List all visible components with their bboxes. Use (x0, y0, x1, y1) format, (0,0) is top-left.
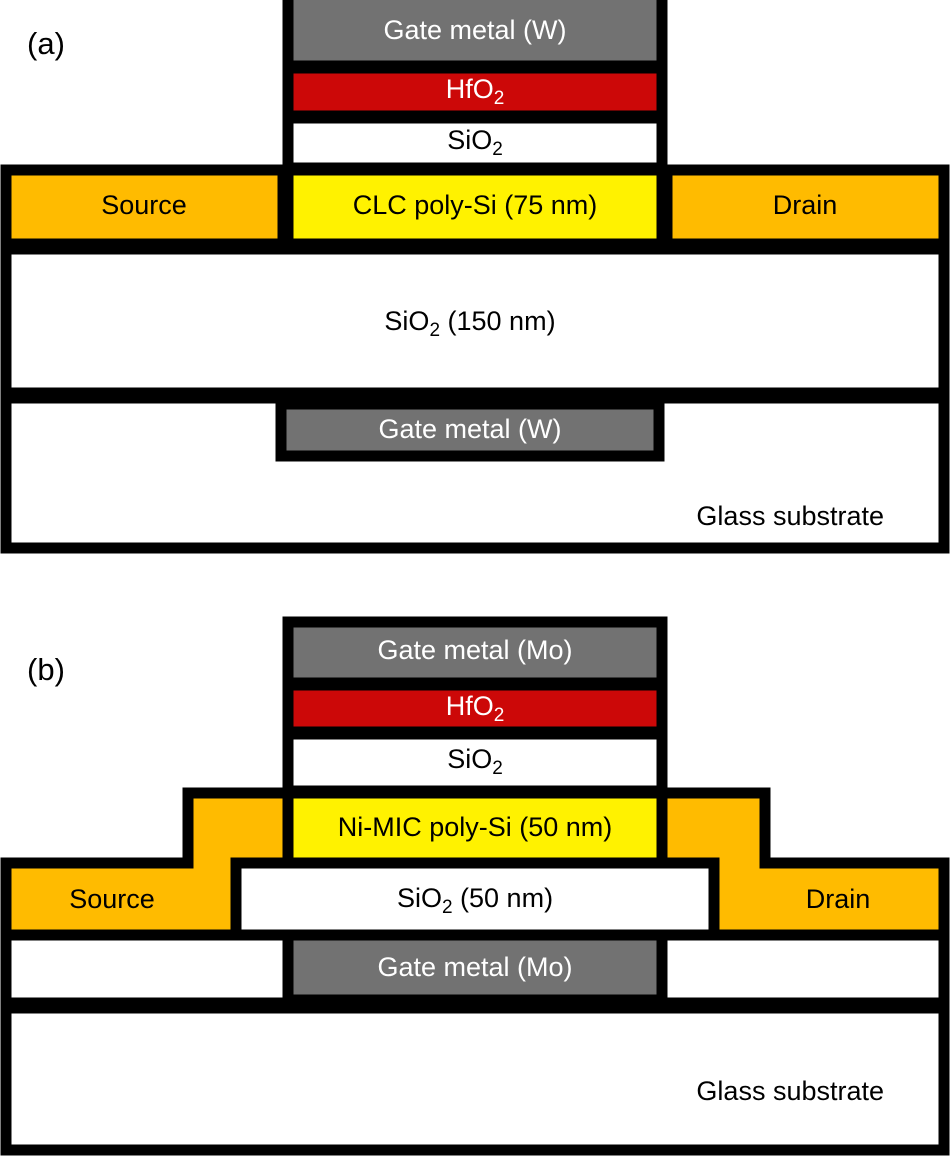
panel-a-device-cross-section: Glass substrate Gate metal (W) SiO2 (150… (0, 0, 950, 554)
panel-b-hfo2-dielectric (282, 679, 668, 738)
panel-b-top-gate-metal (282, 616, 668, 689)
panel-b-glass-substrate (0, 1002, 950, 1156)
panel-b-bottom-gate-metal (282, 928, 668, 1006)
panel-a-tag: (a) (27, 26, 65, 61)
panel-b-poly-si-channel (282, 787, 668, 869)
panel-b-gate-oxide (282, 728, 668, 797)
panel-a-gate-oxide (282, 112, 668, 174)
panel-b-drain-electrode (656, 787, 950, 941)
panel-b-buried-oxide (230, 857, 720, 941)
panel-a-hfo2-dielectric (282, 62, 668, 122)
panel-a-source-electrode (0, 164, 289, 250)
panel-a-bottom-gate-metal (275, 398, 665, 462)
panel-b-tag: (b) (27, 652, 65, 687)
panel-a-buried-oxide (0, 243, 950, 399)
panel-a-top-gate-metal (282, 0, 668, 72)
panel-a-poly-si-channel (282, 164, 668, 250)
panel-b-device-cross-section-content: Glass substrate Gate metal (Mo) SiO2 (50… (0, 616, 950, 1156)
panel-a-drain-electrode (661, 164, 950, 250)
